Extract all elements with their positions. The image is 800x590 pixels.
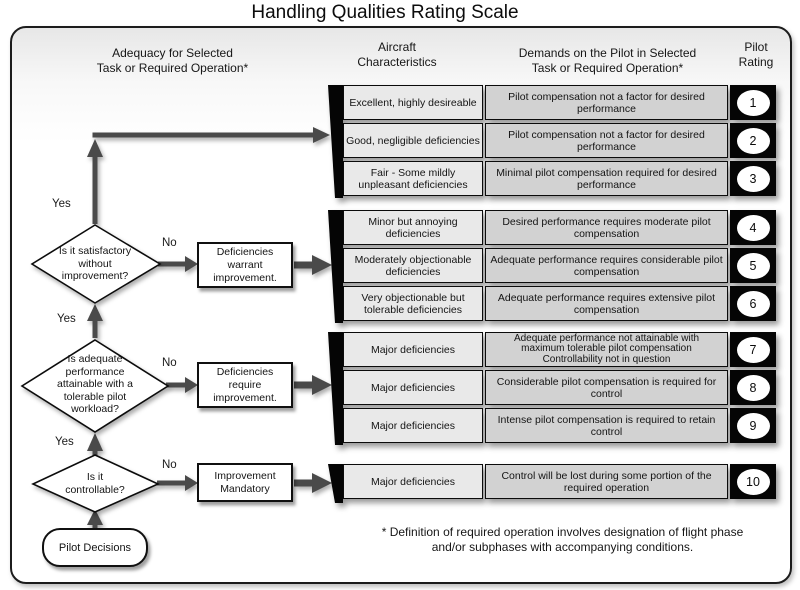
arrow-box1-to-group2	[294, 255, 332, 275]
box-deficiencies-require-improvement: Deficiencies require improvement.	[197, 362, 293, 408]
group-left-bar	[328, 85, 343, 198]
rating-cell: 7	[730, 332, 776, 367]
group-left-bar	[328, 464, 343, 503]
column-header-pilot-rating: Pilot Rating	[738, 40, 774, 69]
box-deficiencies-warrant-improvement: Deficiencies warrant improvement.	[197, 242, 293, 288]
decision-adequate-performance: Is adequate performance attainable with …	[57, 353, 133, 415]
aircraft-characteristics-cell: Very objectionable but tolerable deficie…	[343, 286, 483, 321]
pilot-demands-cell: Minimal pilot compensation required for …	[485, 161, 728, 196]
aircraft-characteristics-cell: Minor but annoying deficiencies	[343, 210, 483, 245]
rating-badge: 7	[736, 336, 770, 363]
rating-badge: 9	[736, 412, 770, 439]
rating-badge: 1	[736, 89, 770, 116]
rating-cell: 1	[730, 85, 776, 120]
arrow-no-1	[158, 256, 198, 272]
arrow-no-3	[157, 475, 198, 491]
decision-satisfactory: Is it satisfactory without improvement?	[58, 245, 132, 282]
aircraft-characteristics-cell: Major deficiencies	[343, 332, 483, 367]
pilot-demands-cell: Considerable pilot compensation is requi…	[485, 370, 728, 405]
no-label-2: No	[162, 357, 177, 369]
pilot-demands-cell: Adequate performance requires considerab…	[485, 248, 728, 283]
aircraft-characteristics-cell: Good, negligible deficiencies	[343, 123, 483, 158]
table-row: Excellent, highly desireable Pilot compe…	[343, 85, 776, 120]
column-header-aircraft-characteristics: Aircraft Characteristics	[357, 40, 437, 69]
arrow-box3-to-group4	[294, 473, 332, 493]
yes-label-1: Yes	[52, 198, 71, 210]
rating-group-4: Major deficiencies Control will be lost …	[328, 464, 776, 503]
decision-controllable: Is it controllable?	[65, 471, 125, 496]
rating-badge: 2	[736, 127, 770, 154]
aircraft-characteristics-cell: Excellent, highly desireable	[343, 85, 483, 120]
column-header-demands: Demands on the Pilot in Selected Task or…	[518, 46, 697, 75]
table-row: Major deficiencies Intense pilot compens…	[343, 408, 776, 443]
rating-cell: 10	[730, 464, 776, 499]
table-row: Minor but annoying deficiencies Desired …	[343, 210, 776, 245]
aircraft-characteristics-cell: Moderately objectionable deficiencies	[343, 248, 483, 283]
rating-cell: 4	[730, 210, 776, 245]
rating-badge: 10	[736, 468, 770, 495]
arrow-yes-2	[87, 304, 103, 338]
arrow-yes-to-top	[87, 127, 330, 224]
arrow-box2-to-group3	[294, 375, 332, 395]
table-row: Good, negligible deficiencies Pilot comp…	[343, 123, 776, 158]
pilot-demands-cell: Adequate performance requires extensive …	[485, 286, 728, 321]
pilot-demands-cell: Pilot compensation not a factor for desi…	[485, 123, 728, 158]
rating-badge: 6	[736, 290, 770, 317]
decision-diamond-2-shape	[20, 339, 170, 433]
aircraft-characteristics-cell: Major deficiencies	[343, 370, 483, 405]
rating-group-3: Major deficiencies Adequate performance …	[328, 332, 776, 445]
rating-badge: 3	[736, 165, 770, 192]
pilot-demands-cell: Desired performance requires moderate pi…	[485, 210, 728, 245]
rating-badge: 5	[736, 252, 770, 279]
rating-cell: 3	[730, 161, 776, 196]
aircraft-characteristics-cell: Major deficiencies	[343, 464, 483, 499]
table-row: Major deficiencies Considerable pilot co…	[343, 370, 776, 405]
table-row: Major deficiencies Control will be lost …	[343, 464, 776, 499]
decision-diamond-1-shape	[30, 224, 162, 304]
footnote: * Definition of required operation invol…	[381, 525, 744, 554]
rating-badge: 8	[736, 374, 770, 401]
rating-cell: 6	[730, 286, 776, 321]
table-row: Fair - Some mildly unpleasant deficienci…	[343, 161, 776, 196]
arrow-yes-3	[87, 433, 103, 456]
yes-label-2: Yes	[57, 313, 76, 325]
pilot-demands-cell: Control will be lost during some portion…	[485, 464, 728, 499]
pilot-decisions-node: Pilot Decisions	[42, 528, 148, 567]
aircraft-characteristics-cell: Major deficiencies	[343, 408, 483, 443]
rating-badge: 4	[736, 214, 770, 241]
no-label-1: No	[162, 237, 177, 249]
arrow-no-2	[166, 377, 198, 393]
table-row: Very objectionable but tolerable deficie…	[343, 286, 776, 321]
arrow-pilot-decisions	[87, 509, 103, 528]
rating-cell: 8	[730, 370, 776, 405]
pilot-demands-cell: Intense pilot compensation is required t…	[485, 408, 728, 443]
group-left-bar	[328, 210, 343, 323]
rating-group-2: Minor but annoying deficiencies Desired …	[328, 210, 776, 323]
column-header-adequacy: Adequacy for Selected Task or Required O…	[96, 46, 249, 75]
box-improvement-mandatory: Improvement Mandatory	[197, 463, 293, 502]
rating-group-1: Excellent, highly desireable Pilot compe…	[328, 85, 776, 198]
table-row: Major deficiencies Adequate performance …	[343, 332, 776, 367]
pilot-demands-cell: Adequate performance not attainable with…	[485, 332, 728, 367]
page-title: Handling Qualities Rating Scale	[251, 2, 519, 23]
table-row: Moderately objectionable deficiencies Ad…	[343, 248, 776, 283]
decision-diamond-3-shape	[31, 454, 160, 513]
yes-label-3: Yes	[55, 436, 74, 448]
pilot-demands-cell: Pilot compensation not a factor for desi…	[485, 85, 728, 120]
aircraft-characteristics-cell: Fair - Some mildly unpleasant deficienci…	[343, 161, 483, 196]
rating-cell: 5	[730, 248, 776, 283]
rating-cell: 9	[730, 408, 776, 443]
group-left-bar	[328, 332, 343, 445]
no-label-3: No	[162, 459, 177, 471]
rating-cell: 2	[730, 123, 776, 158]
